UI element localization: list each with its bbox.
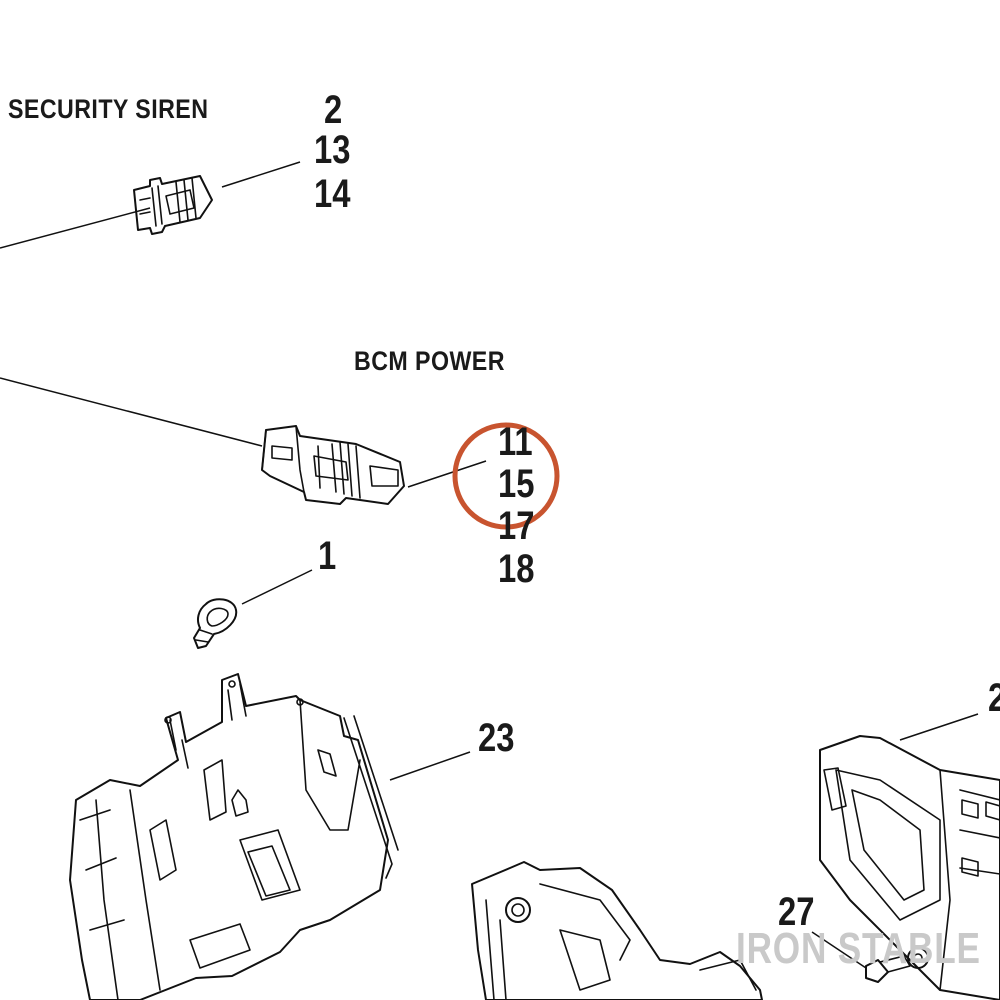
security-siren-title: SECURITY SIREN — [8, 94, 209, 124]
clamp-leader — [241, 569, 313, 605]
callout-17[interactable]: 17 — [498, 504, 535, 548]
callout-18[interactable]: 18 — [498, 547, 535, 591]
callout-15[interactable]: 15 — [498, 462, 535, 506]
callout-1[interactable]: 1 — [318, 534, 337, 578]
bcm-power-connector — [0, 377, 405, 505]
callout-14[interactable]: 14 — [314, 172, 351, 216]
callout-27[interactable]: 27 — [778, 890, 815, 934]
lower-module — [471, 861, 763, 1000]
bcm-power-leader — [407, 460, 487, 488]
bracket-23-leader — [389, 751, 471, 781]
cable-clamp — [193, 598, 238, 649]
callout-2[interactable]: 2 — [324, 88, 343, 132]
callout-13[interactable]: 13 — [314, 128, 351, 172]
watermark: IRON STABLE — [736, 924, 981, 973]
callout-23[interactable]: 23 — [478, 716, 515, 760]
mount-bracket — [819, 735, 1000, 1000]
callout-2-bracket[interactable]: 2 — [988, 678, 1000, 718]
security-siren-connector — [0, 175, 213, 249]
mount-bracket-leader — [899, 713, 979, 741]
callout-11[interactable]: 11 — [498, 420, 533, 464]
security-siren-leader — [221, 161, 301, 188]
bcm-power-title: BCM POWER — [354, 346, 505, 376]
bcm-bracket — [69, 673, 399, 1000]
highlight-circle — [452, 422, 560, 530]
bolt — [811, 931, 929, 983]
